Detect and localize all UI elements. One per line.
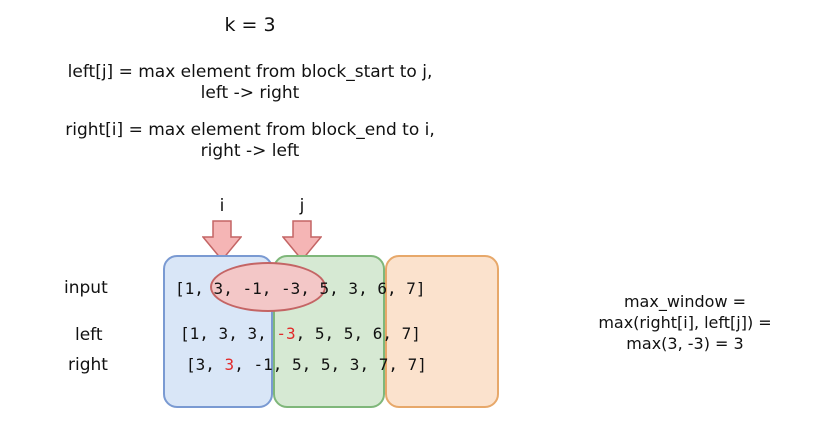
left-value: 7 xyxy=(401,324,412,343)
right-value: 5 xyxy=(291,355,302,374)
row-label-right: right xyxy=(68,355,108,375)
window-ellipse xyxy=(210,262,326,312)
input-value: 5 xyxy=(319,279,330,298)
result-line2: max(right[i], left[j]) = xyxy=(598,313,772,332)
right-i-highlight-value: 3 xyxy=(224,355,235,374)
left-definition-line2: left -> right xyxy=(200,83,300,103)
right-value: -1 xyxy=(253,355,273,374)
left-value: 3 xyxy=(218,324,229,343)
left-value: 3 xyxy=(247,324,258,343)
pointer-j-arrow xyxy=(282,220,322,262)
input-value: 7 xyxy=(406,279,416,298)
right-value: 5 xyxy=(320,355,331,374)
input-value: 6 xyxy=(377,279,387,298)
pointer-j-label: j xyxy=(299,196,305,216)
result-line3: max(3, -3) = 3 xyxy=(626,334,744,353)
input-value: 1 xyxy=(184,279,195,298)
pointer-i-label: i xyxy=(219,196,225,216)
right-definition-line1: right[i] = max element from block_end to… xyxy=(65,120,435,140)
left-value: 5 xyxy=(314,324,325,343)
block-2 xyxy=(273,255,385,408)
left-value: 1 xyxy=(189,324,200,343)
input-value: 3 xyxy=(348,279,359,298)
right-definition-line2: right -> left xyxy=(200,141,300,161)
right-value: 7 xyxy=(378,355,389,374)
input-row: [1, 3, -1, -3, 5, 3, 6, 7] xyxy=(175,279,426,298)
input-value: -3 xyxy=(280,279,301,298)
row-label-input: input xyxy=(64,278,108,298)
right-value: 3 xyxy=(195,355,206,374)
diagram-title: k = 3 xyxy=(224,14,276,36)
right-value: 7 xyxy=(407,355,418,374)
left-definition-line1: left[j] = max element from block_start t… xyxy=(67,62,433,82)
result-line1: max_window = xyxy=(623,292,747,311)
left-row: [1, 3, 3, -3, 5, 5, 6, 7] xyxy=(180,324,421,343)
block-3 xyxy=(385,255,499,408)
left-value: 6 xyxy=(372,324,383,343)
input-value: 3 xyxy=(213,279,224,298)
right-value: 3 xyxy=(349,355,360,374)
right-row: [3, 3, -1, 5, 5, 3, 7, 7] xyxy=(186,355,427,374)
pointer-i-arrow xyxy=(202,220,242,262)
input-value: -1 xyxy=(242,279,262,298)
left-value: 5 xyxy=(343,324,354,343)
row-label-left: left xyxy=(75,325,103,345)
left-j-highlight-value: -3 xyxy=(276,324,296,343)
